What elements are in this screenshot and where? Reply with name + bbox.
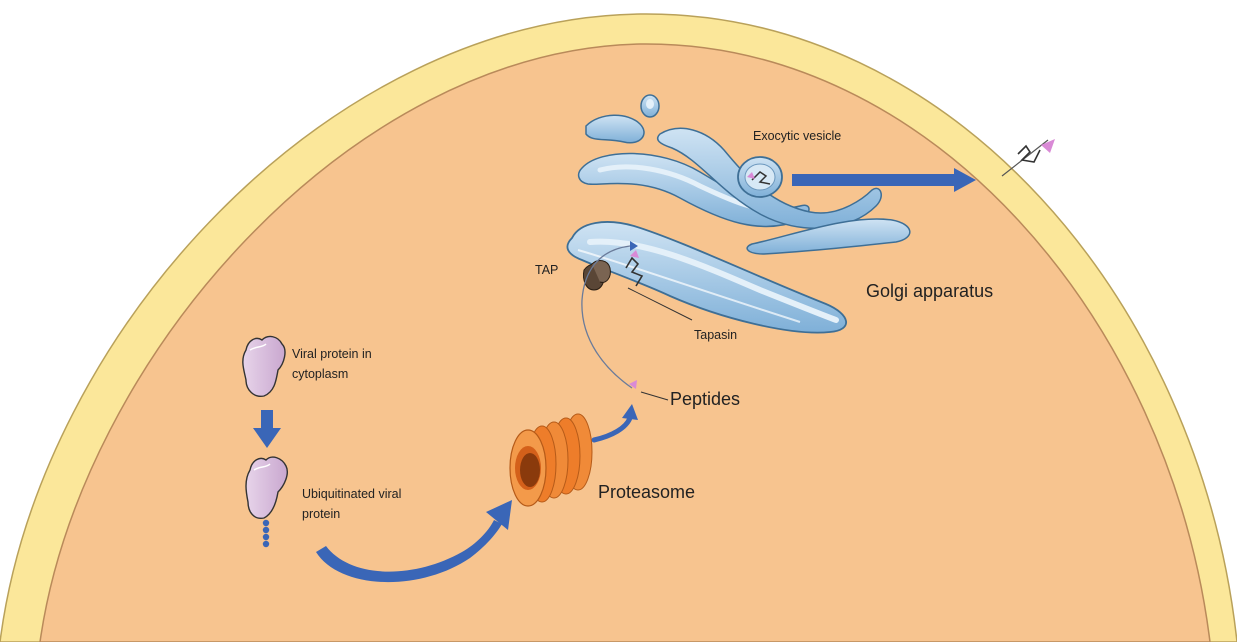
ubiquitinated-label-line2: protein [302, 507, 340, 521]
exocytic-vesicle-label: Exocytic vesicle [753, 129, 841, 143]
viral-protein-label-line2: cytoplasm [292, 367, 348, 381]
tap-label: TAP [535, 263, 558, 277]
proteasome-label: Proteasome [598, 482, 695, 502]
peptides-label: Peptides [670, 389, 740, 409]
tapasin-label: Tapasin [694, 328, 737, 342]
ubiquitinated-label-line1: Ubiquitinated viral [302, 487, 401, 501]
viral-protein-label-line1: Viral protein in [292, 347, 372, 361]
surface-mhc-icon [1002, 139, 1055, 176]
exocytic-vesicle [738, 157, 782, 197]
golgi-label: Golgi apparatus [866, 281, 993, 301]
